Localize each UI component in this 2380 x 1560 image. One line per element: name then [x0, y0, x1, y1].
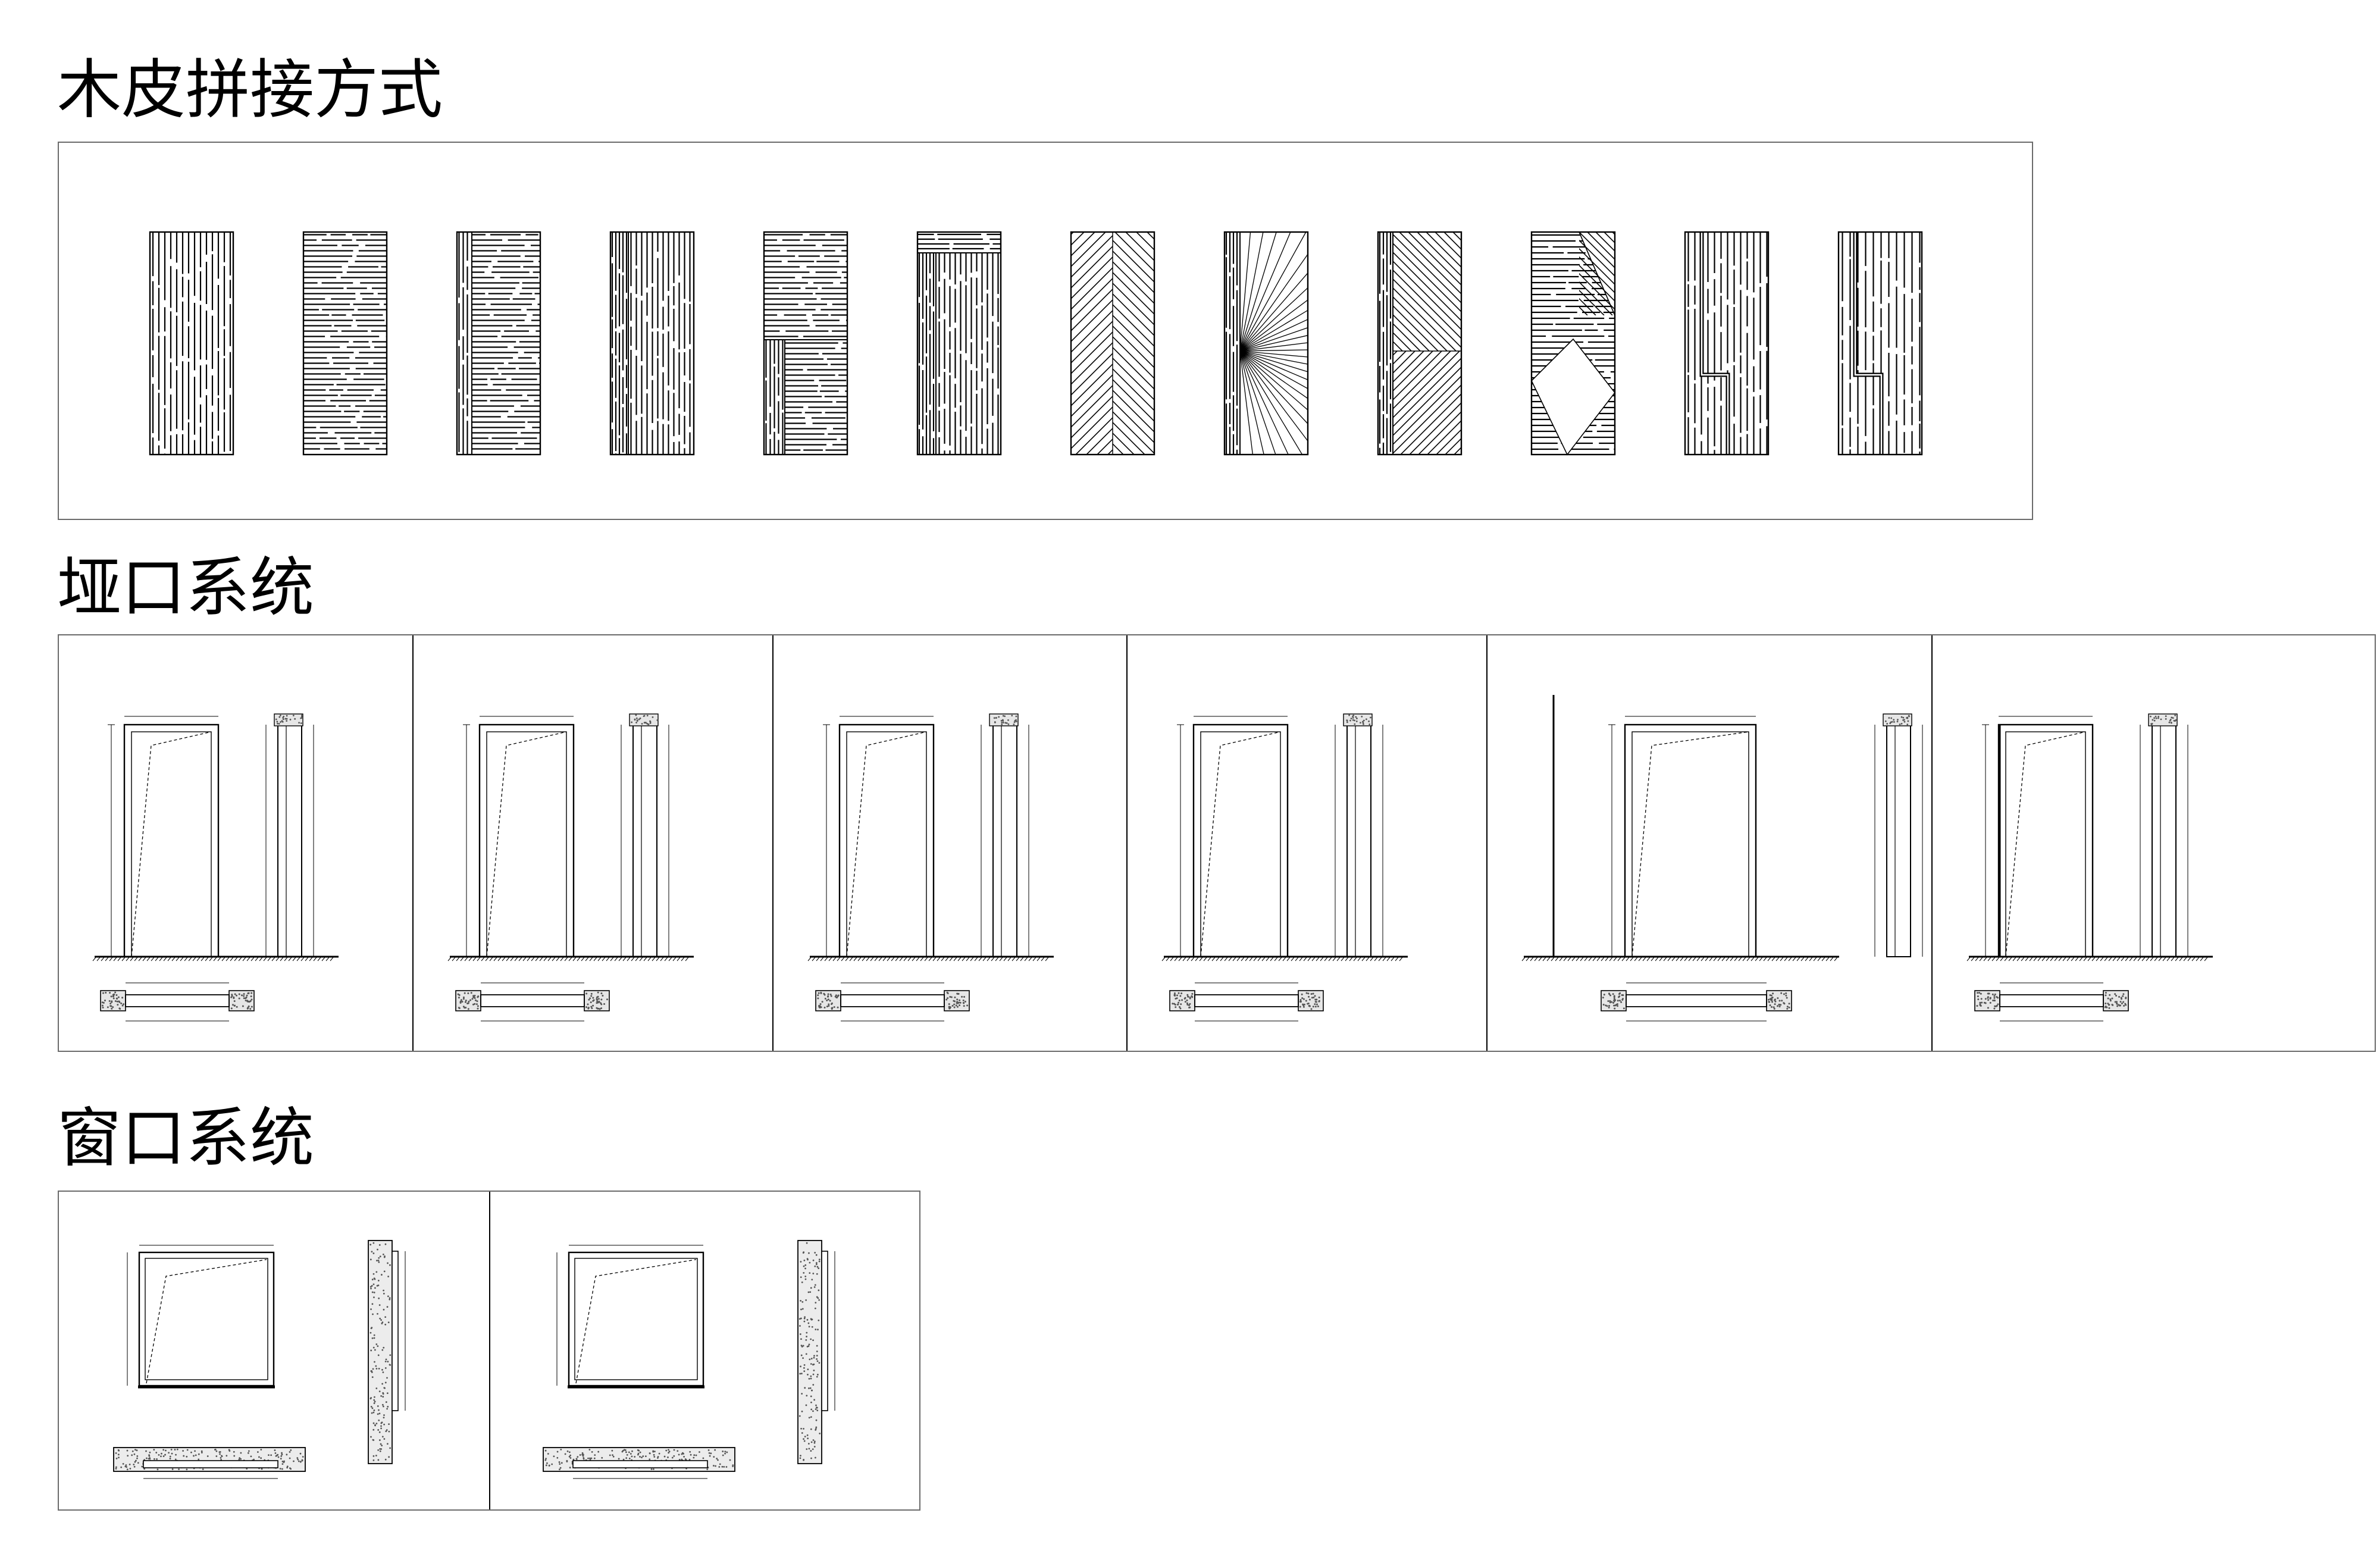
door-elevation [108, 716, 220, 958]
window-section [368, 1240, 406, 1464]
veneer-patterns-drawing [149, 231, 1923, 456]
window-opening-unit [543, 1240, 835, 1479]
window-elevation [127, 1245, 275, 1389]
door-plan [1169, 982, 1324, 1022]
door-opening-unit [92, 713, 339, 1022]
door-elevation [463, 716, 575, 958]
door-elevation [1982, 716, 2094, 958]
section-title-veneer: 木皮拼接方式 [57, 53, 443, 127]
door-elevation [823, 716, 935, 958]
veneer-pattern-stepped-joint [1684, 231, 1770, 456]
door-system-drawing [92, 635, 2213, 1051]
veneer-pattern-chevron [1530, 231, 1616, 456]
window-system-panel [58, 1191, 920, 1511]
door-plan [1974, 982, 2129, 1022]
veneer-pattern-vertical [149, 231, 234, 456]
veneer-pattern-stile-rail-left [456, 231, 541, 456]
window-opening-unit [113, 1240, 406, 1479]
door-opening-unit [447, 713, 694, 1022]
section-title-window: 窗口系统 [57, 1101, 315, 1176]
door-opening-unit [1966, 713, 2213, 1022]
door-opening-unit [1161, 713, 1408, 1022]
window-section [797, 1240, 835, 1464]
veneer-pattern-stepped-joint-thin [1837, 231, 1923, 456]
window-plan [113, 1447, 306, 1479]
door-section [265, 713, 314, 957]
door-opening-unit [1521, 713, 1923, 1022]
door-plan [100, 982, 255, 1022]
door-section [1335, 713, 1383, 957]
veneer-pattern-diagonal-split [1377, 231, 1463, 456]
veneer-pattern-sunburst [1223, 231, 1309, 456]
door-elevation [1177, 716, 1289, 958]
door-opening-unit [807, 713, 1054, 1022]
door-plan [1601, 982, 1792, 1022]
door-section [621, 713, 669, 957]
door-section [981, 713, 1029, 957]
door-section [1874, 713, 1923, 957]
door-system-panel [58, 634, 2376, 1052]
door-elevation [1608, 716, 1757, 958]
window-system-drawing [113, 1192, 835, 1509]
window-plan [543, 1447, 735, 1479]
veneer-pattern-L-bottom [763, 231, 848, 456]
door-section [2140, 713, 2188, 957]
veneer-pattern-horizontal [302, 231, 388, 456]
veneer-pattern-frame-top-left [916, 231, 1002, 456]
veneer-patterns-panel [58, 142, 2033, 520]
window-elevation [556, 1245, 704, 1389]
door-plan [455, 982, 610, 1022]
veneer-pattern-diagonal [1070, 231, 1155, 456]
section-title-door: 垭口系统 [57, 551, 315, 625]
door-plan [815, 982, 970, 1022]
veneer-pattern-stile-double-left [609, 231, 695, 456]
